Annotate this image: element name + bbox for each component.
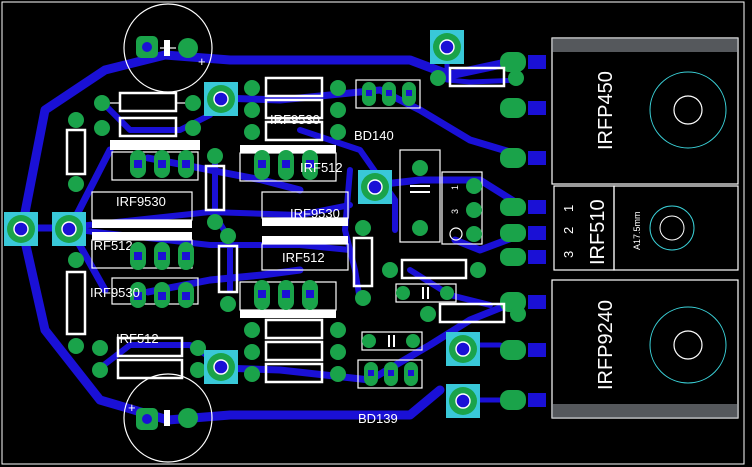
a175-label: A17.5mm: [632, 211, 642, 250]
transistor-irfp450: IRFP450: [551, 37, 739, 185]
irf512-d-label: IRF512: [282, 250, 325, 265]
irf9530-c-label: IRF9530: [270, 112, 320, 127]
capacitor-top: +: [123, 3, 213, 93]
terminal-pads: [4, 30, 480, 418]
bd139-label: BD139: [358, 411, 398, 426]
pin3-label: 3: [561, 251, 576, 258]
trim-pin1-label: 1: [450, 185, 460, 190]
irf9530-b-label: IRF9530: [90, 285, 140, 300]
power-pads: [500, 52, 546, 410]
irf9530-d-label: IRF9530: [290, 206, 340, 221]
irf512-a-label: IRF512: [90, 238, 133, 253]
irf510-label: IRF510: [587, 199, 609, 265]
irf512-c-label: IRF512: [300, 160, 343, 175]
svg-text:+: +: [128, 400, 136, 415]
irf512-b-label: IRF512: [116, 331, 159, 346]
pin2-label: 2: [561, 227, 576, 234]
irf9530-a-label: IRF9530: [116, 194, 166, 209]
svg-text:+: +: [198, 54, 206, 69]
bd140-label: BD140: [354, 128, 394, 143]
transistor-irfp9240: IRFP9240: [551, 279, 739, 419]
trim-pin3-label: 3: [450, 209, 460, 214]
transistor-irf510: IRF510 A17.5mm 1 2 3: [553, 185, 739, 271]
resistors: [65, 66, 526, 384]
small-components: 1 3: [361, 149, 483, 351]
irfp9240-label: IRFP9240: [595, 300, 617, 390]
pin1-label: 1: [561, 205, 576, 212]
capacitor-bottom: +: [123, 373, 213, 463]
small-transistors: IRF9530 IRF512 IRF9530 IRF512: [90, 79, 423, 426]
irfp450-label: IRFP450: [595, 71, 617, 150]
